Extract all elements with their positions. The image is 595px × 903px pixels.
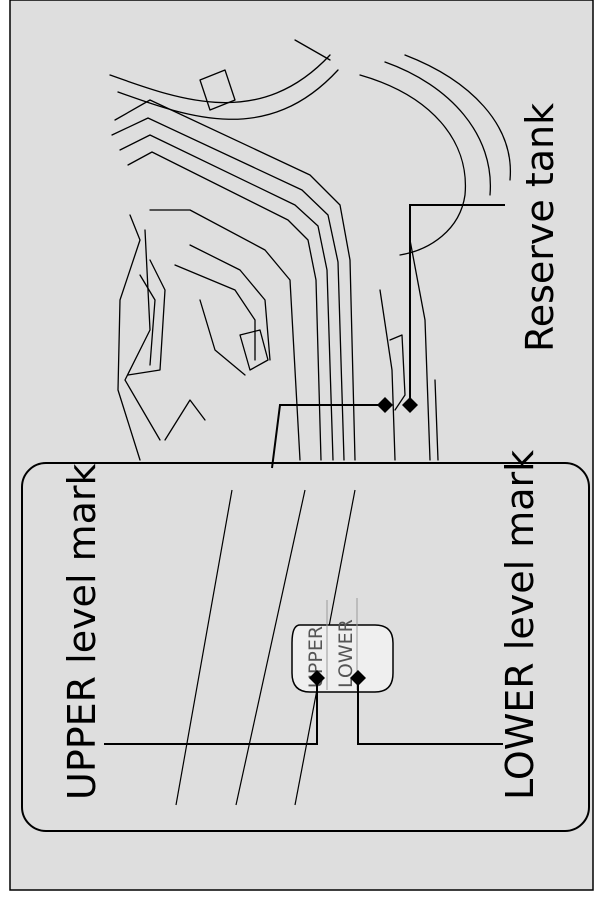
upper-level-mark-label: UPPER level mark xyxy=(60,463,104,800)
inset-detail-box: UPPER LOWER xyxy=(21,462,590,832)
reserve-tank-diamond-secondary xyxy=(377,397,393,413)
upper-mark-diamond xyxy=(309,670,325,686)
lower-level-leader xyxy=(357,678,503,745)
leader-diamonds xyxy=(309,397,418,686)
upper-mark-text: UPPER xyxy=(305,626,327,688)
lower-mark-diamond xyxy=(350,670,366,686)
reserve-tank-label: Reserve tank xyxy=(518,103,562,352)
reserve-tank-leader-secondary xyxy=(271,404,385,469)
lower-mark-text: LOWER xyxy=(335,619,357,688)
reserve-tank-diamond xyxy=(402,397,418,413)
leader-lines xyxy=(104,204,505,745)
reserve-tank-leader xyxy=(409,204,505,405)
engine-bay-line-art xyxy=(109,39,511,461)
lower-level-mark-label: LOWER level mark xyxy=(498,450,542,800)
upper-level-leader xyxy=(104,678,318,745)
